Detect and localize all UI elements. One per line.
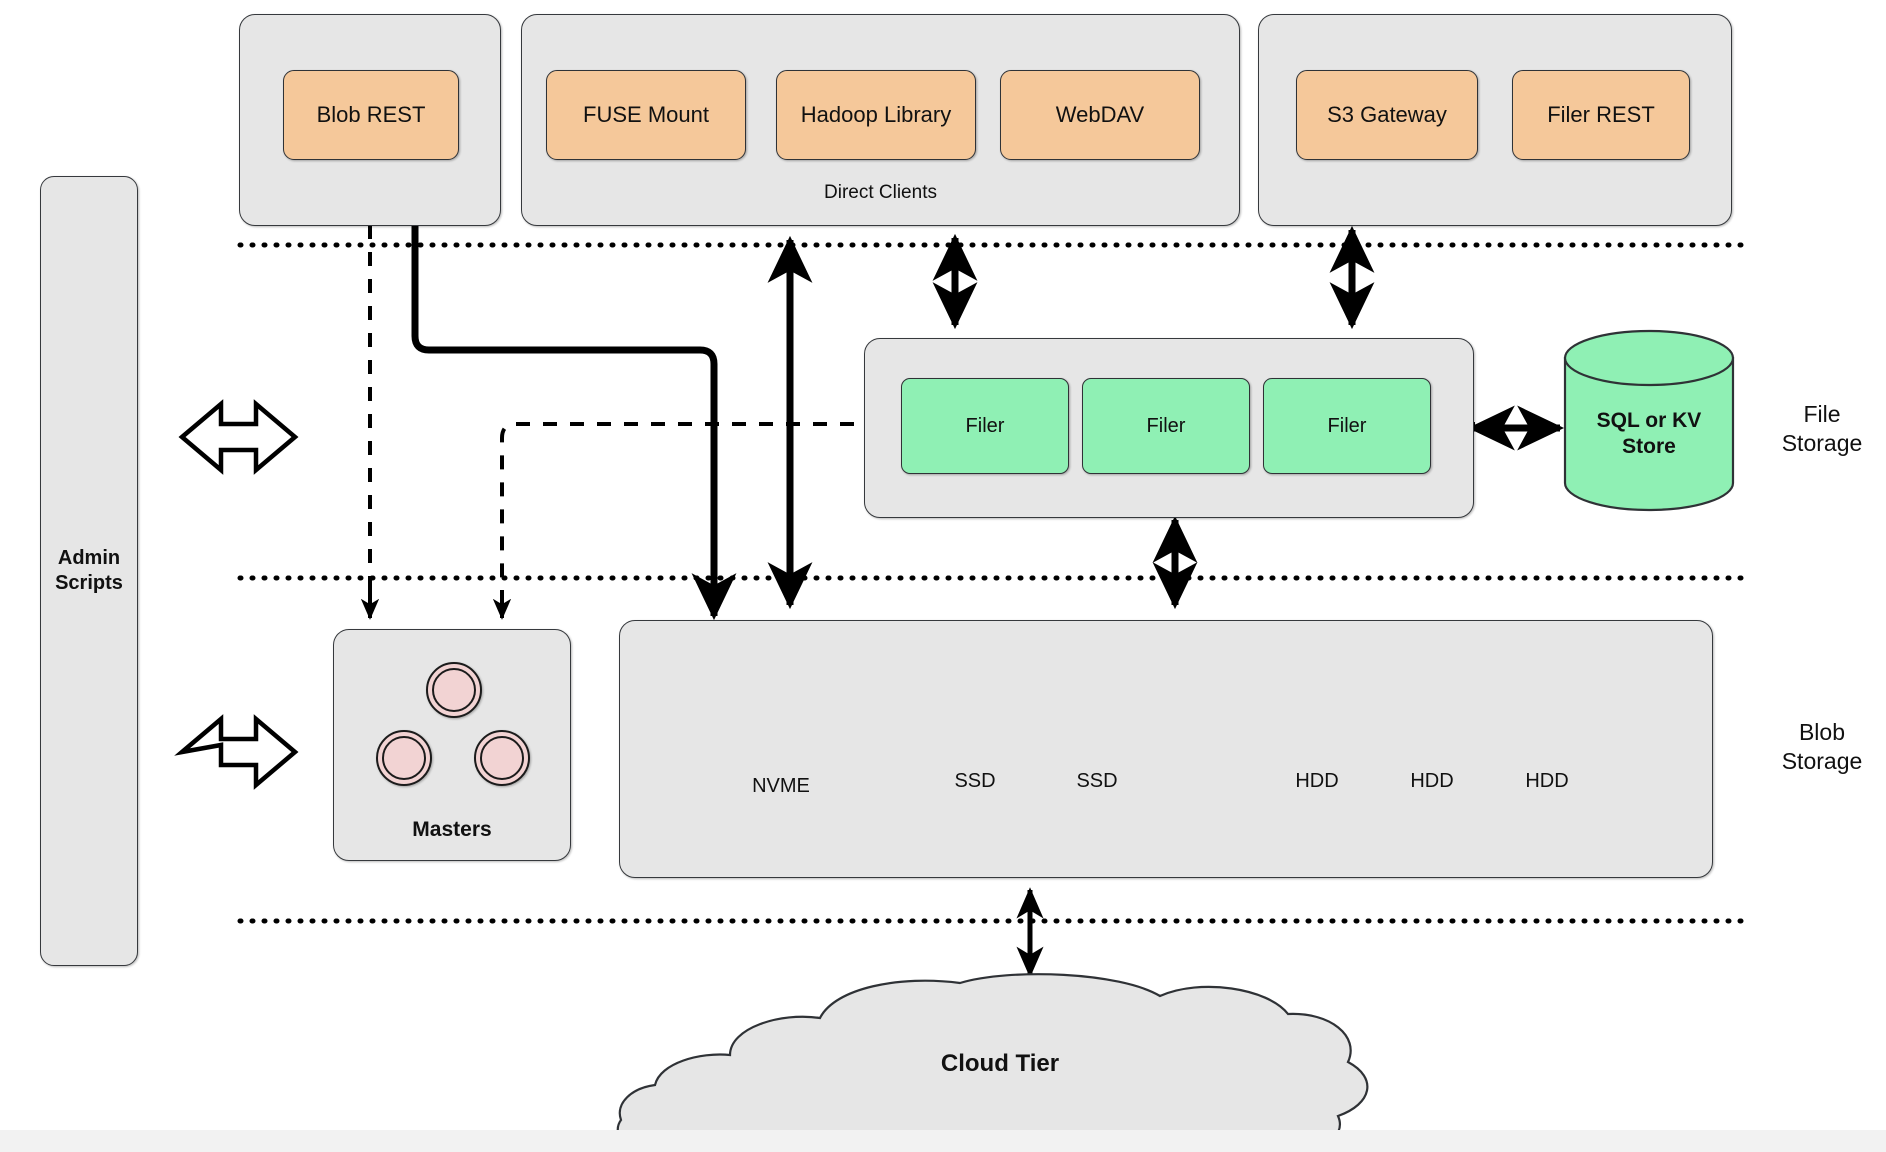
node-filer-1[interactable]: Filer: [901, 378, 1069, 474]
node-filer-2[interactable]: Filer: [1082, 378, 1250, 474]
ssd-label-2[interactable]: SSD: [1076, 770, 1118, 792]
blob-storage-label-line1: Blob: [1798, 719, 1846, 745]
node-hadoop-library[interactable]: Hadoop Library: [776, 70, 976, 160]
metastore-label-line2: Store: [1622, 434, 1676, 458]
node-s3-gateway[interactable]: S3 Gateway: [1296, 70, 1478, 160]
node-filer-rest[interactable]: Filer REST: [1512, 70, 1690, 160]
masters-label: Masters: [412, 818, 492, 841]
bottom-edge-strip: [0, 1130, 1886, 1152]
admin-to-volume-arrow: [174, 714, 299, 790]
node-webdav[interactable]: WebDAV: [1000, 70, 1200, 160]
cloud-tier-label: Cloud Tier: [940, 1050, 1060, 1077]
node-filer-3[interactable]: Filer: [1263, 378, 1431, 474]
node-fuse-mount[interactable]: FUSE Mount: [546, 70, 746, 160]
metastore-label: SQL or KV Store: [1565, 408, 1733, 459]
blob-storage-label: Blob Storage: [1752, 718, 1886, 776]
nvme-label[interactable]: NVME: [752, 775, 810, 797]
file-storage-label: File Storage: [1752, 400, 1886, 458]
blob-storage-label-line2: Storage: [1781, 747, 1863, 774]
admin-scripts-label-line2: Scripts: [55, 572, 123, 594]
hdd-label-3[interactable]: HDD: [1525, 770, 1569, 792]
volume-servers-group: [619, 620, 1713, 878]
file-storage-label-line2: Storage: [1781, 429, 1863, 456]
master-node-2[interactable]: [376, 730, 432, 786]
admin-scripts-box[interactable]: Admin Scripts: [40, 176, 138, 966]
admin-to-filer-arrow: [178, 399, 299, 475]
hdd-label-2[interactable]: HDD: [1410, 770, 1454, 792]
ssd-label-1[interactable]: SSD: [954, 770, 996, 792]
admin-scripts-label-line1: Admin: [57, 547, 121, 569]
master-node-1[interactable]: [426, 662, 482, 718]
metastore-label-line1: SQL or KV: [1596, 409, 1702, 432]
admin-scripts-label: Admin Scripts: [55, 546, 123, 596]
hdd-label-1[interactable]: HDD: [1295, 770, 1339, 792]
blob-rest-to-volume-solid: [411, 225, 737, 621]
file-storage-label-line1: File: [1803, 401, 1841, 427]
master-node-3[interactable]: [474, 730, 530, 786]
node-blob-rest[interactable]: Blob REST: [283, 70, 459, 160]
direct-clients-group-label: Direct Clients: [824, 182, 937, 203]
